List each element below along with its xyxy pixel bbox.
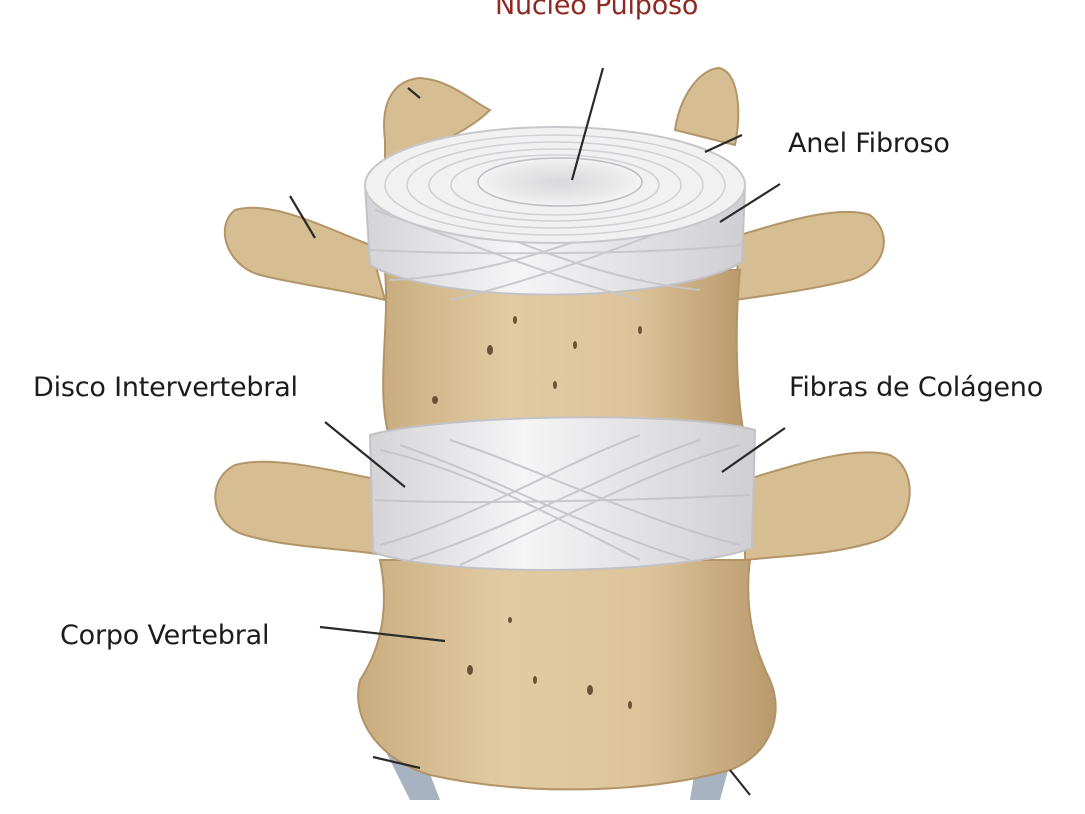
lower-vertebra-processes xyxy=(214,451,911,562)
leader-anel xyxy=(719,183,781,223)
nucleus-pulposus xyxy=(477,157,643,207)
lower-vertebral-body xyxy=(357,559,777,791)
leader-fibras xyxy=(721,427,786,473)
leader-corpo xyxy=(319,625,446,643)
leader-bottom-left xyxy=(372,755,421,770)
leader-upper-left xyxy=(289,195,316,239)
leader-disco xyxy=(324,421,406,488)
label-fibras-colageno: Fibras de Colágeno xyxy=(789,372,1044,403)
leader-nucleo xyxy=(570,67,605,181)
leader-top-left xyxy=(407,87,421,99)
nutrient-foramina xyxy=(432,316,642,709)
leader-lines xyxy=(289,67,786,796)
upper-vertebra-processes xyxy=(223,66,885,302)
label-disco-intervertebral: Disco Intervertebral xyxy=(33,372,298,403)
intervertebral-disc-upper xyxy=(363,126,747,301)
label-anel-fibroso: Anel Fibroso xyxy=(788,128,950,159)
label-nucleo-pulposo: Núcleo Pulposo xyxy=(495,0,699,21)
label-corpo-vertebral: Corpo Vertebral xyxy=(60,620,270,651)
leader-top-right xyxy=(704,134,743,153)
intervertebral-disc-lower xyxy=(368,416,757,571)
leader-bottom-right xyxy=(729,769,751,796)
